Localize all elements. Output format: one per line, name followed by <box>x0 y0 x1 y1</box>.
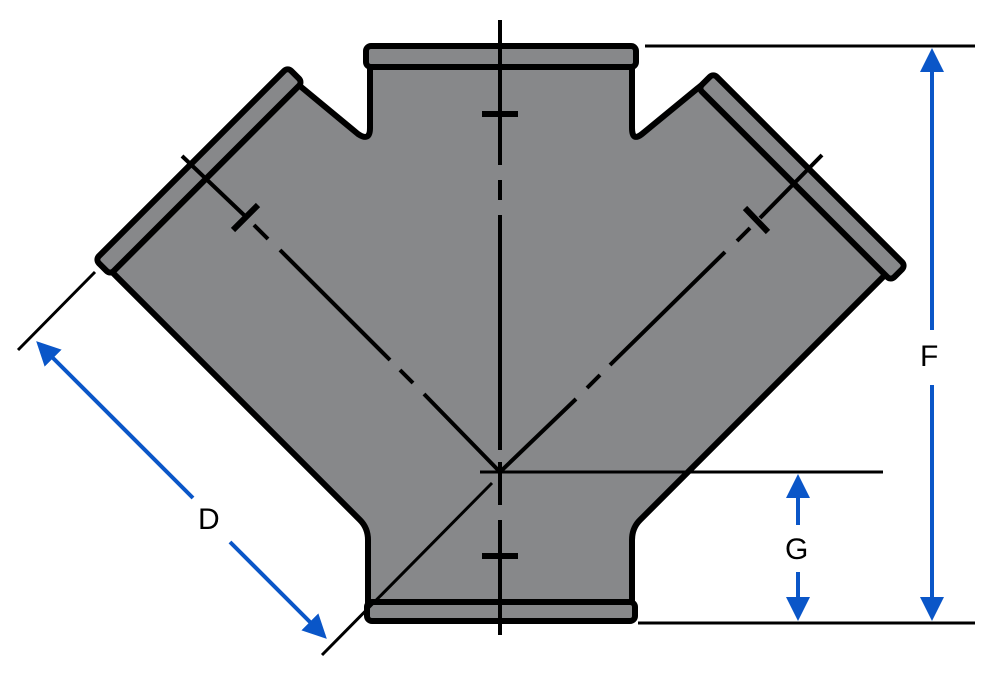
left-branch-centerline <box>180 154 502 474</box>
d-dimension-arrow <box>36 341 327 639</box>
d-upper-extension-line <box>16 270 97 352</box>
dimension-label-g: G <box>783 533 811 566</box>
left-branch-tick <box>230 202 261 233</box>
d-lower-extension-line <box>320 481 494 657</box>
right-branch-tick <box>742 205 771 235</box>
dimension-label-f: F <box>918 340 941 373</box>
right-branch-centerline <box>498 153 824 474</box>
dimension-label-d: D <box>196 503 222 536</box>
